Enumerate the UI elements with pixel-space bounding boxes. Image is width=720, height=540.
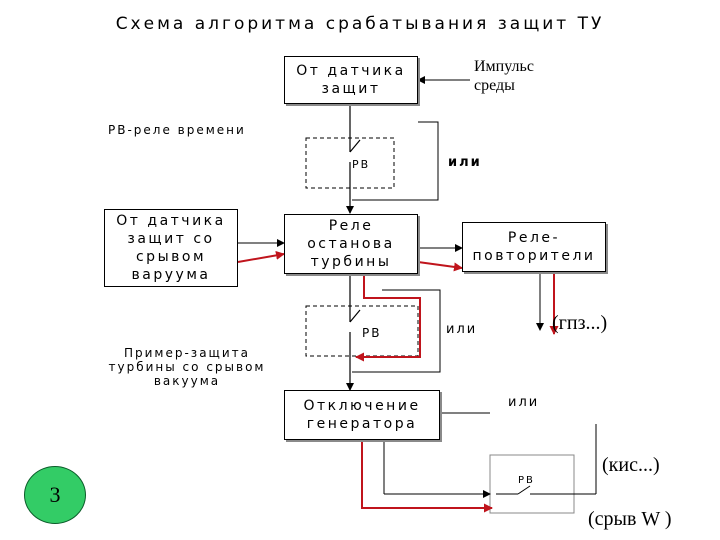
or-label-2: или: [446, 322, 478, 337]
example-label: Пример-защита турбины со срывом вакуума: [108, 346, 266, 388]
sryv-label: (срыв W ): [588, 508, 672, 530]
vacuum-arrow-red: [237, 250, 285, 263]
time-relay-label: РВ-реле времени: [108, 123, 246, 137]
or-label-3: или: [508, 395, 540, 410]
rv-box-3: [489, 454, 575, 514]
generator-box: Отключение генератора: [284, 390, 440, 440]
sensor-box: От датчика защит: [284, 56, 418, 104]
page-title: Схема алгоритма срабатывания защит ТУ: [115, 14, 605, 34]
rv-label-1: РВ: [352, 158, 371, 171]
stop-relay-box: Реле останова турбины: [284, 214, 418, 274]
gpz-label: (гпз...): [552, 312, 608, 334]
rv-label-2: РВ: [362, 326, 382, 340]
repeater-arrow-red: [417, 261, 463, 272]
impulse-label: Импульс среды: [474, 58, 534, 94]
kis-label: (кис...): [602, 454, 660, 476]
vacuum-sensor-box: От датчика защит со срывом варуума: [104, 209, 238, 287]
slide-number-badge: 3: [24, 466, 86, 524]
repeater-box: Реле- повторители: [462, 222, 606, 272]
rv-label-3: РВ: [518, 475, 535, 486]
or-label-1: или: [448, 155, 482, 170]
